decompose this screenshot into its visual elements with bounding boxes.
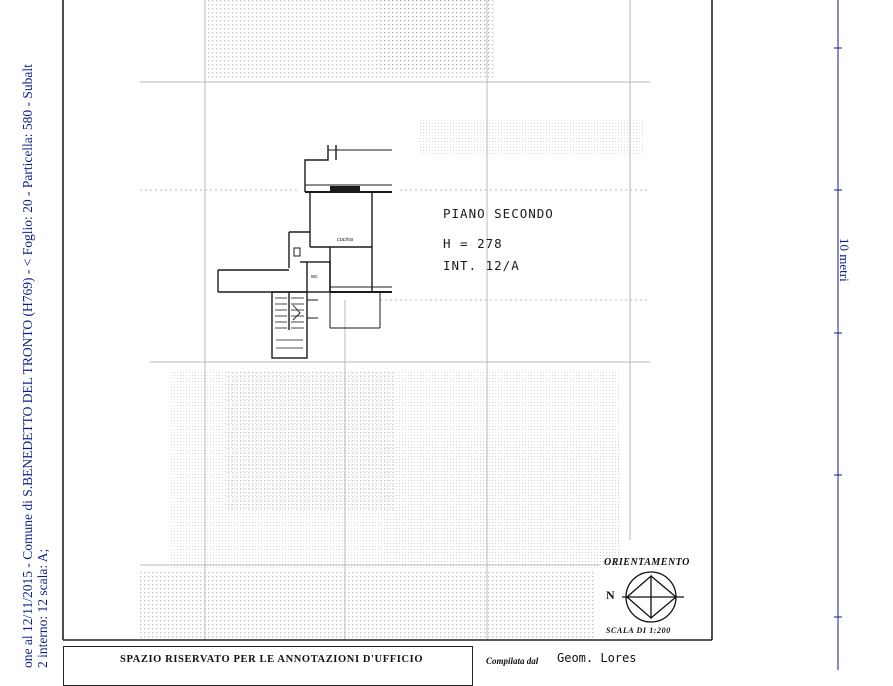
unit-number-note: INT. 12/A bbox=[443, 258, 520, 273]
office-annotation-heading: SPAZIO RISERVATO PER LE ANNOTAZIONI D'UF… bbox=[120, 654, 424, 665]
room-label-wc: wc bbox=[311, 274, 318, 280]
north-letter: N bbox=[606, 588, 615, 602]
room-label-kitchen: cucina bbox=[337, 237, 353, 243]
orientation-title: ORIENTAMENTO bbox=[604, 557, 690, 568]
scale-bar bbox=[834, 0, 842, 670]
floor-title: PIANO SECONDO bbox=[443, 206, 554, 221]
grid-lines bbox=[140, 0, 650, 640]
margin-unit-info: 2 interno: 12 scala: A; bbox=[35, 548, 50, 668]
margin-document-info: one al 12/11/2015 - Comune di S.BENEDETT… bbox=[20, 64, 35, 668]
scale-bar-label: 10 metri bbox=[837, 238, 852, 282]
compass-icon bbox=[622, 571, 684, 623]
ceiling-height-note: H = 278 bbox=[443, 236, 503, 251]
office-annotation-box bbox=[63, 646, 473, 686]
compiled-by-label: Compilata dal bbox=[486, 656, 539, 666]
drawing-scale-note: SCALA DI 1:200 bbox=[606, 626, 671, 635]
compiled-by-name: Geom. Lores bbox=[557, 651, 637, 665]
cadastral-plan-sheet bbox=[62, 0, 842, 670]
floor-plan bbox=[217, 145, 392, 359]
sheet-frame bbox=[62, 0, 713, 641]
grid-texture bbox=[140, 0, 645, 640]
